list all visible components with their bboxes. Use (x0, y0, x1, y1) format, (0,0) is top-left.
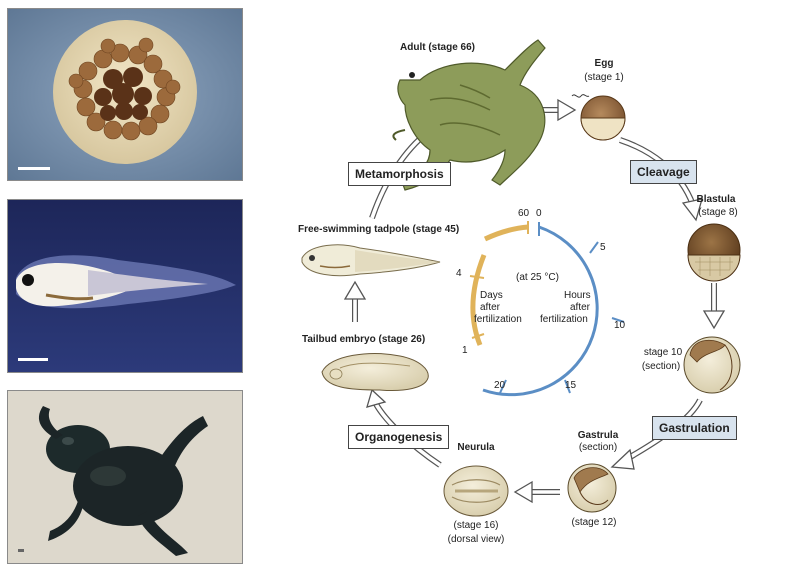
tadpole-photo-image (8, 200, 242, 372)
neurula-stage-number: (stage 16) (453, 520, 499, 531)
stage10-illustration (683, 336, 741, 394)
hour-ticks (499, 222, 625, 394)
metamorphosis-box: Metamorphosis (348, 162, 451, 186)
scale-bar (18, 167, 50, 170)
scale-bar (18, 358, 48, 361)
gastrula-illustration (567, 463, 617, 513)
egg-photo (7, 8, 243, 181)
day-tick-label: 1 (462, 345, 468, 356)
tadpole-illustration (301, 244, 441, 277)
adult-frog-illustration (392, 39, 546, 191)
days-label-line2: after (480, 302, 501, 313)
hours-label-line2: after (570, 302, 591, 313)
day-tick-label: 60 (518, 208, 530, 219)
days-arc (470, 224, 529, 346)
hour-tick-label: 15 (565, 380, 577, 391)
gastrula-stage-number: (stage 12) (571, 517, 617, 528)
gastrulation-box: Gastrulation (652, 416, 737, 440)
life-cycle-diagram (301, 39, 741, 517)
days-label-line3: fertilization (474, 314, 522, 325)
day-ticks (469, 221, 529, 339)
neurula-illustration (443, 465, 509, 517)
blastula-illustration (687, 223, 741, 282)
hours-label-line3: fertilization (540, 314, 588, 325)
adult-frog-photo-image (8, 391, 242, 563)
egg-photo-image (8, 9, 242, 180)
adult-stage-label: Adult (stage 66) (400, 42, 476, 53)
tadpole-stage-label: Free-swimming tadpole (stage 45) (298, 224, 460, 235)
tailbud-stage-label: Tailbud embryo (stage 26) (302, 334, 426, 345)
hour-tick-label: 5 (600, 242, 606, 253)
gastrula-stage-label: Gastrula (577, 430, 619, 441)
hour-tick-label: 0 (536, 208, 542, 219)
hours-label-line1: Hours (564, 290, 591, 301)
neurula-view-label: (dorsal view) (447, 534, 505, 545)
stage10-label: stage 10 (643, 347, 683, 358)
cleavage-box: Cleavage (630, 160, 697, 184)
adult-frog-photo (7, 390, 243, 564)
egg-stage-number: (stage 1) (584, 72, 624, 83)
neurula-stage-label: Neurula (457, 442, 495, 453)
gastrula-section-label: (section) (578, 442, 618, 453)
organogenesis-box: Organogenesis (348, 425, 450, 449)
hour-tick-label: 20 (494, 380, 506, 391)
development-clock (469, 221, 625, 397)
blastula-stage-number: (stage 8) (698, 207, 738, 218)
blastula-stage-label: Blastula (696, 194, 736, 205)
hours-arc (482, 225, 599, 397)
stage10-section-label: (section) (641, 361, 681, 372)
egg-stage-label: Egg (594, 58, 614, 69)
scale-bar (18, 549, 24, 552)
tadpole-photo (7, 199, 243, 373)
day-tick-label: 4 (456, 268, 462, 279)
tailbud-illustration (321, 353, 429, 391)
hour-tick-label: 10 (614, 320, 626, 331)
clock-temperature-label: (at 25 °C) (516, 272, 559, 283)
days-label-line1: Days (480, 290, 503, 301)
egg-illustration (571, 94, 626, 141)
